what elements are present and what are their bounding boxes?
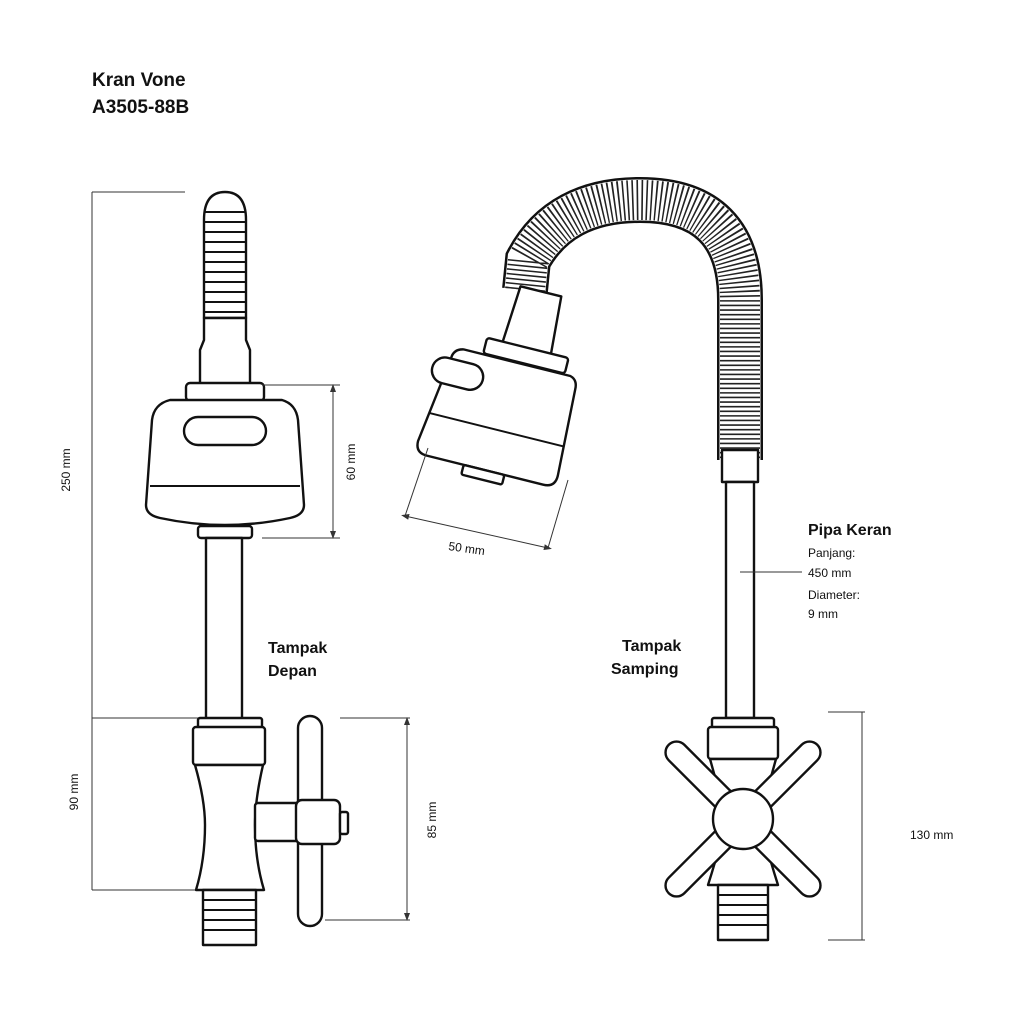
dim-total-height: 250 mm: [59, 448, 73, 491]
pipe-diameter-value: 9 mm: [808, 607, 838, 621]
dim-valve-height: 90 mm: [67, 774, 81, 811]
pipe-length-label: Panjang:: [808, 546, 855, 560]
front-view-drawing: [144, 190, 350, 947]
side-view-drawing: [416, 176, 822, 942]
product-code: A3505-88B: [92, 97, 189, 118]
pipe-diameter-label: Diameter:: [808, 588, 860, 602]
pipe-length-value: 450 mm: [808, 566, 851, 580]
dim-handle-height: 85 mm: [425, 802, 439, 839]
front-view-label: Tampak: [268, 640, 327, 657]
dim-base-height: 130 mm: [910, 828, 953, 842]
side-view-label-2: Samping: [611, 661, 679, 678]
front-dimension-lines: [91, 191, 410, 921]
product-name: Kran Vone: [92, 70, 186, 91]
front-view-label-2: Depan: [268, 663, 317, 680]
side-view-label: Tampak: [622, 638, 681, 655]
side-dimension-lines: [401, 447, 865, 941]
dim-head-height: 60 mm: [344, 444, 358, 481]
dim-head-width: 50 mm: [448, 539, 486, 558]
pipe-spec-title: Pipa Keran: [808, 522, 892, 539]
